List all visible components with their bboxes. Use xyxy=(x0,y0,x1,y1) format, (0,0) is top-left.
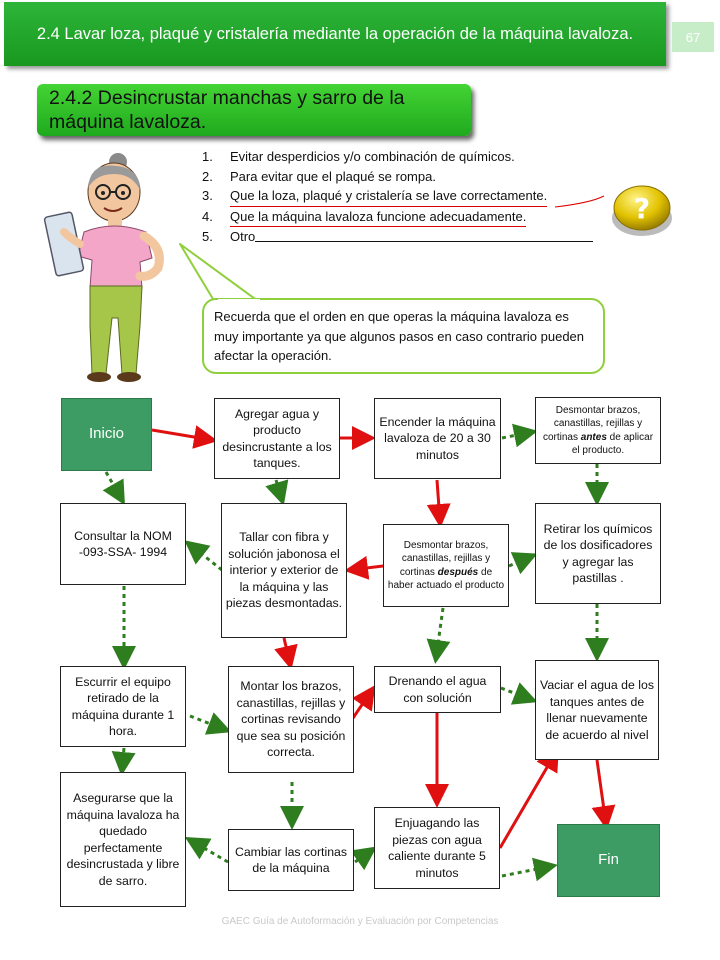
dismount-after-c: de haber actuado el producto xyxy=(387,566,505,592)
add-water-step: Agregar agua y producto desincrustante a… xyxy=(214,398,340,479)
reminder-callout: Recuerda que el orden en que operas la m… xyxy=(202,298,605,374)
rinse-step: Enjuagando las piezas con agua caliente … xyxy=(374,807,500,889)
empty-tanks-step: Vaciar el agua de los tanques antes de l… xyxy=(535,660,659,760)
page-number: 67 xyxy=(672,22,714,52)
end-node: Fin xyxy=(557,824,660,897)
drain-equipment-step: Escurrir el equipo retirado de la máquin… xyxy=(60,666,186,747)
dismount-before-step: Desmontar brazos, canastillas, rejillas … xyxy=(535,397,661,464)
dismount-before-c: de aplicar el producto. xyxy=(571,431,654,457)
footer: GAEC Guía de Autoformación y Evaluación … xyxy=(221,916,499,927)
change-curtains-step: Cambiar las cortinas de la máquina xyxy=(228,829,354,891)
dismount-after-a: Desmontar brazos, canastillas, rejillas … xyxy=(399,539,491,578)
remove-chemicals-step: Retirar los químicos de los dosificadore… xyxy=(535,503,661,604)
list-text: Para evitar que el plaqué se rompa. xyxy=(230,168,436,184)
answer-blank-line[interactable] xyxy=(255,227,594,243)
list-number: 2. xyxy=(202,168,213,184)
list-text: Otro xyxy=(230,229,256,245)
chapter-header: 2.4 Lavar loza, plaqué y cristalería med… xyxy=(4,2,666,66)
list-number: 5. xyxy=(202,229,213,245)
list-text: Que la máquina lavaloza funcione adecuad… xyxy=(230,207,527,228)
question-symbol: ? xyxy=(634,192,650,225)
dismount-before-text: Desmontar brazos, canastillas, rejillas … xyxy=(539,404,657,458)
annotation-strokes xyxy=(554,195,605,208)
start-node: Inicio xyxy=(61,398,152,471)
scrub-step: Tallar con fibra y solución jabonosa el … xyxy=(221,503,347,638)
section-title: 2.4.2 Desincrustar manchas y sarro de la… xyxy=(37,84,471,136)
list-number: 4. xyxy=(202,208,213,224)
mount-parts-step: Montar los brazos, canastillas, rejillas… xyxy=(228,666,354,773)
dismount-before-a: Desmontar brazos, canastillas, rejillas … xyxy=(542,404,643,443)
dismount-after-b: después xyxy=(437,566,479,578)
list-item: 3. Que la loza, plaqué y cristalería se l… xyxy=(202,186,622,207)
callout-pointer-cover xyxy=(218,299,260,303)
list-item: 4. Que la máquina lavaloza funcione adecu… xyxy=(202,207,622,228)
dismount-before-b: antes xyxy=(580,431,607,443)
verify-step: Asegurarse que la máquina lavaloza ha qu… xyxy=(60,772,186,907)
draining-water-step: Drenando el agua con solución xyxy=(374,666,501,713)
list-item: 2. Para evitar que el plaqué se rompa. xyxy=(202,167,622,187)
list-text: Evitar desperdicios y/o combinación de q… xyxy=(230,149,515,164)
list-text: Que la loza, plaqué y cristalería se lav… xyxy=(230,186,548,207)
question-icon[interactable]: ? xyxy=(610,180,674,240)
dismount-after-step: Desmontar brazos, canastillas, rejillas … xyxy=(383,524,509,607)
page-number-text: 67 xyxy=(685,29,701,45)
list-item: 1. Evitar desperdicios y/o combinación de… xyxy=(202,147,622,167)
list-item: 5. Otro xyxy=(202,227,622,247)
list-number: 1. xyxy=(202,149,213,164)
woman-illustration xyxy=(43,153,164,382)
list-number: 3. xyxy=(202,188,213,204)
reasons-list: 1. Evitar desperdicios y/o combinación de… xyxy=(202,147,622,247)
turn-on-step: Encender la máquina lavaloza de 20 a 30 … xyxy=(374,398,501,479)
consult-nom-step: Consultar la NOM -093-SSA- 1994 xyxy=(60,503,186,585)
chapter-title: 2.4 Lavar loza, plaqué y cristalería med… xyxy=(36,25,634,43)
dismount-after-text: Desmontar brazos, canastillas, rejillas … xyxy=(387,539,505,593)
